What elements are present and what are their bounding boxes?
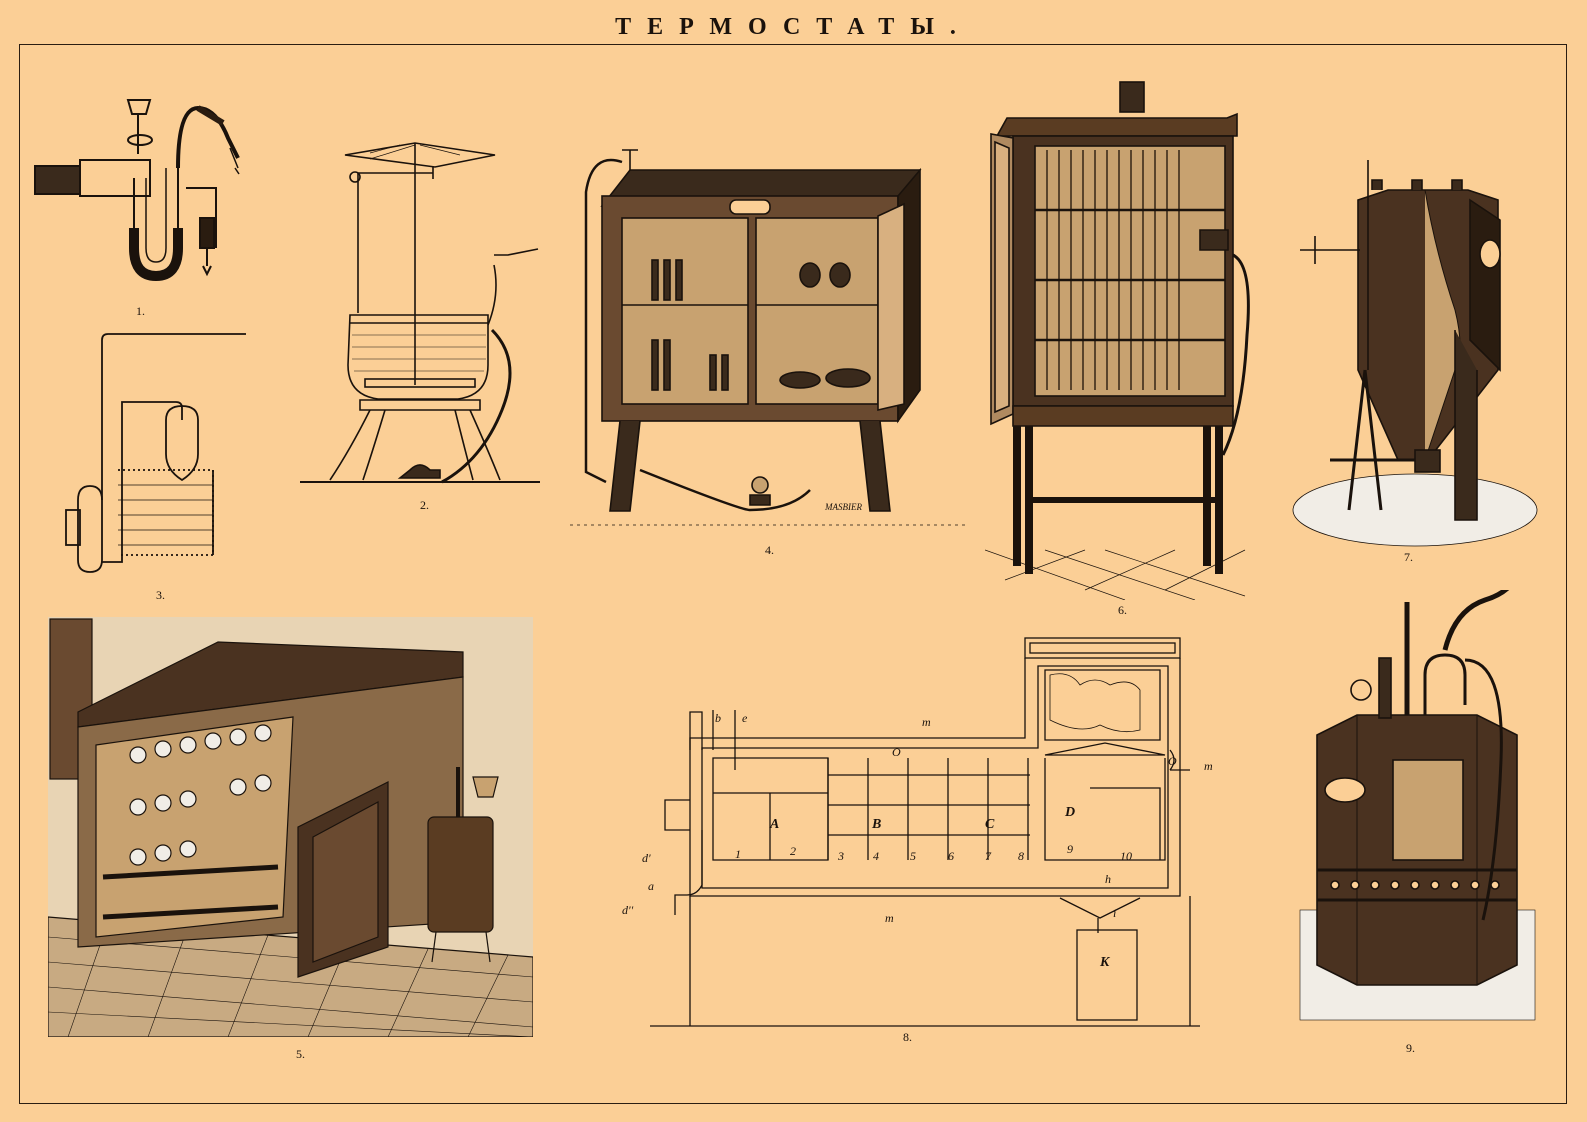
figure-8-letter-i: i bbox=[1113, 906, 1116, 920]
figure-8-number-10: 10 bbox=[1120, 849, 1132, 863]
figure-8-letter-m-bottom: m bbox=[885, 911, 894, 925]
figure-8-letter-c: C bbox=[985, 817, 995, 832]
figure-7-conical-apparatus bbox=[1290, 130, 1540, 550]
figure-8-number-5: 5 bbox=[910, 849, 916, 863]
figure-8-letter-k: K bbox=[1099, 955, 1111, 970]
figure-4-cabinet-thermostat: MASBIER bbox=[570, 130, 965, 535]
figure-8-number-4: 4 bbox=[873, 849, 879, 863]
figure-8-number-7: 7 bbox=[985, 849, 992, 863]
figure-2-caption: 2. bbox=[420, 498, 429, 512]
figure-8-letter-d: D bbox=[1064, 805, 1075, 820]
figure-2-water-bath bbox=[290, 125, 550, 495]
page-title: ТЕРМОСТАТЫ. bbox=[615, 14, 972, 40]
figure-8-number-8: 8 bbox=[1018, 849, 1024, 863]
figure-8-letter-a-small: a bbox=[648, 879, 654, 893]
figure-8-letter-o-top: O bbox=[892, 745, 901, 759]
figure-6-tall-incubator bbox=[985, 80, 1260, 600]
figure-3-caption: 3. bbox=[156, 588, 165, 602]
figure-8-number-6: 6 bbox=[948, 849, 954, 863]
figure-8-number-1: 1 bbox=[735, 847, 741, 861]
figure-8-letter-o-right: O bbox=[1168, 754, 1177, 768]
plate-border bbox=[19, 44, 1567, 1104]
figure-9-caption: 9. bbox=[1406, 1041, 1415, 1055]
figure-4-signature: MASBIER bbox=[824, 502, 862, 512]
figure-8-letter-e: e bbox=[742, 711, 748, 725]
figure-8-number-9: 9 bbox=[1067, 842, 1073, 856]
figure-8-caption: 8. bbox=[903, 1030, 912, 1044]
figure-8-letter-h: h bbox=[1105, 872, 1111, 886]
figure-3-siphon bbox=[38, 330, 253, 580]
figure-1-regulator bbox=[30, 88, 260, 308]
figure-8-letter-b: B bbox=[871, 817, 881, 832]
figure-4-caption: 4. bbox=[765, 543, 774, 557]
figure-1-caption: 1. bbox=[136, 304, 145, 318]
figure-9-stove-incubator bbox=[1295, 590, 1540, 1030]
figure-8-letter-d-prime: d' bbox=[642, 851, 651, 865]
figure-8-letter-b-small: b bbox=[715, 711, 721, 725]
figure-5-caption: 5. bbox=[296, 1047, 305, 1061]
figure-6-caption: 6. bbox=[1118, 603, 1127, 617]
figure-8-number-3: 3 bbox=[837, 849, 844, 863]
figure-8-sectional-diagram: A B C D O m m m O K a b h i d' d'' e 1 2… bbox=[620, 630, 1220, 1030]
figure-7-caption: 7. bbox=[1404, 550, 1413, 564]
figure-8-letter-d-double-prime: d'' bbox=[622, 903, 634, 917]
figure-5-room-thermostat bbox=[48, 617, 533, 1037]
figure-8-letter-a: A bbox=[769, 817, 779, 832]
figure-8-number-2: 2 bbox=[790, 844, 796, 858]
figure-8-letter-m-top: m bbox=[922, 715, 931, 729]
figure-8-letter-m-right: m bbox=[1204, 759, 1213, 773]
